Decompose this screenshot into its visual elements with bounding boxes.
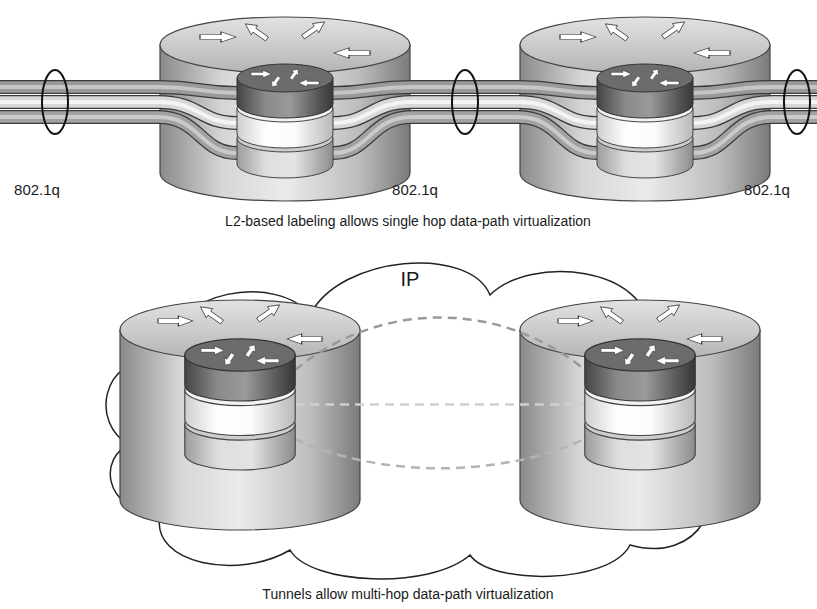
tunnel-lines xyxy=(295,318,585,469)
caption-text: L2-based labeling allows single hop data… xyxy=(225,213,591,230)
ip-cloud: IP xyxy=(90,245,730,580)
vlan-pipes xyxy=(0,87,817,153)
trunk-bracket xyxy=(42,70,810,134)
caption-text: Tunnels allow multi-hop data-path virtua… xyxy=(262,586,553,603)
encapsulation-label: 802.1q xyxy=(744,181,790,199)
router-chassis xyxy=(520,300,760,530)
virtual-router-stack xyxy=(185,339,295,470)
cloud-label: IP xyxy=(401,267,420,291)
encapsulation-label: 802.1q xyxy=(392,181,438,199)
router-chassis xyxy=(120,300,360,530)
virtual-router-stack xyxy=(597,64,693,178)
virtual-router-stack xyxy=(237,64,333,178)
encapsulation-label: 802.1q xyxy=(14,181,60,199)
virtual-router-stack xyxy=(585,339,695,470)
